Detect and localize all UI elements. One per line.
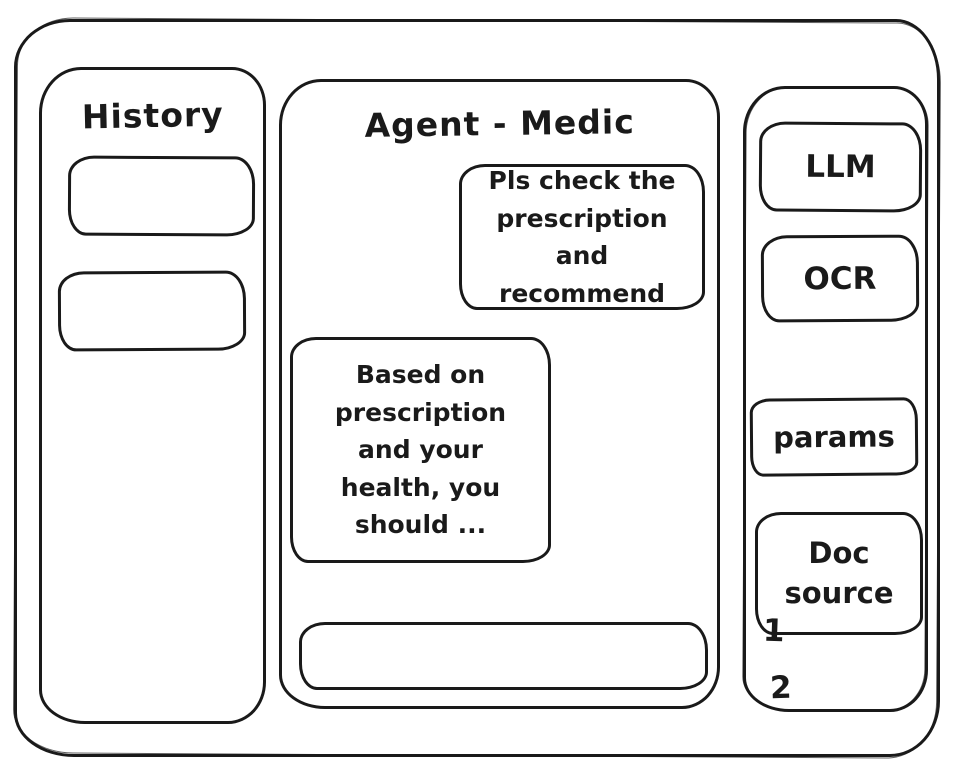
history-title: History: [81, 94, 225, 137]
user-message-text: Pls check the prescription and recommend: [488, 166, 676, 308]
app-window-frame: History Agent - Medic Pls check the pres…: [14, 19, 940, 757]
user-message-bubble: Pls check the prescription and recommend: [459, 164, 705, 310]
chat-title: Agent - Medic: [364, 102, 636, 145]
history-item[interactable]: [67, 155, 256, 237]
doc-source-item[interactable]: 2: [769, 669, 793, 707]
chat-message-input[interactable]: [299, 622, 708, 690]
assistant-message-text: Based on prescription and your health, y…: [334, 360, 507, 540]
ocr-button[interactable]: OCR: [760, 234, 920, 323]
llm-button[interactable]: LLM: [758, 121, 923, 213]
history-item[interactable]: [57, 270, 247, 352]
doc-source-item[interactable]: 1: [762, 612, 786, 650]
doc-source-button[interactable]: Doc source: [755, 512, 923, 635]
chat-panel: Agent - Medic Pls check the prescription…: [279, 79, 720, 709]
tools-sidebar: LLM OCR params Doc source 1 2: [743, 86, 928, 712]
params-button[interactable]: params: [749, 397, 919, 477]
assistant-message-bubble: Based on prescription and your health, y…: [290, 337, 551, 563]
history-sidebar: History: [39, 67, 266, 724]
